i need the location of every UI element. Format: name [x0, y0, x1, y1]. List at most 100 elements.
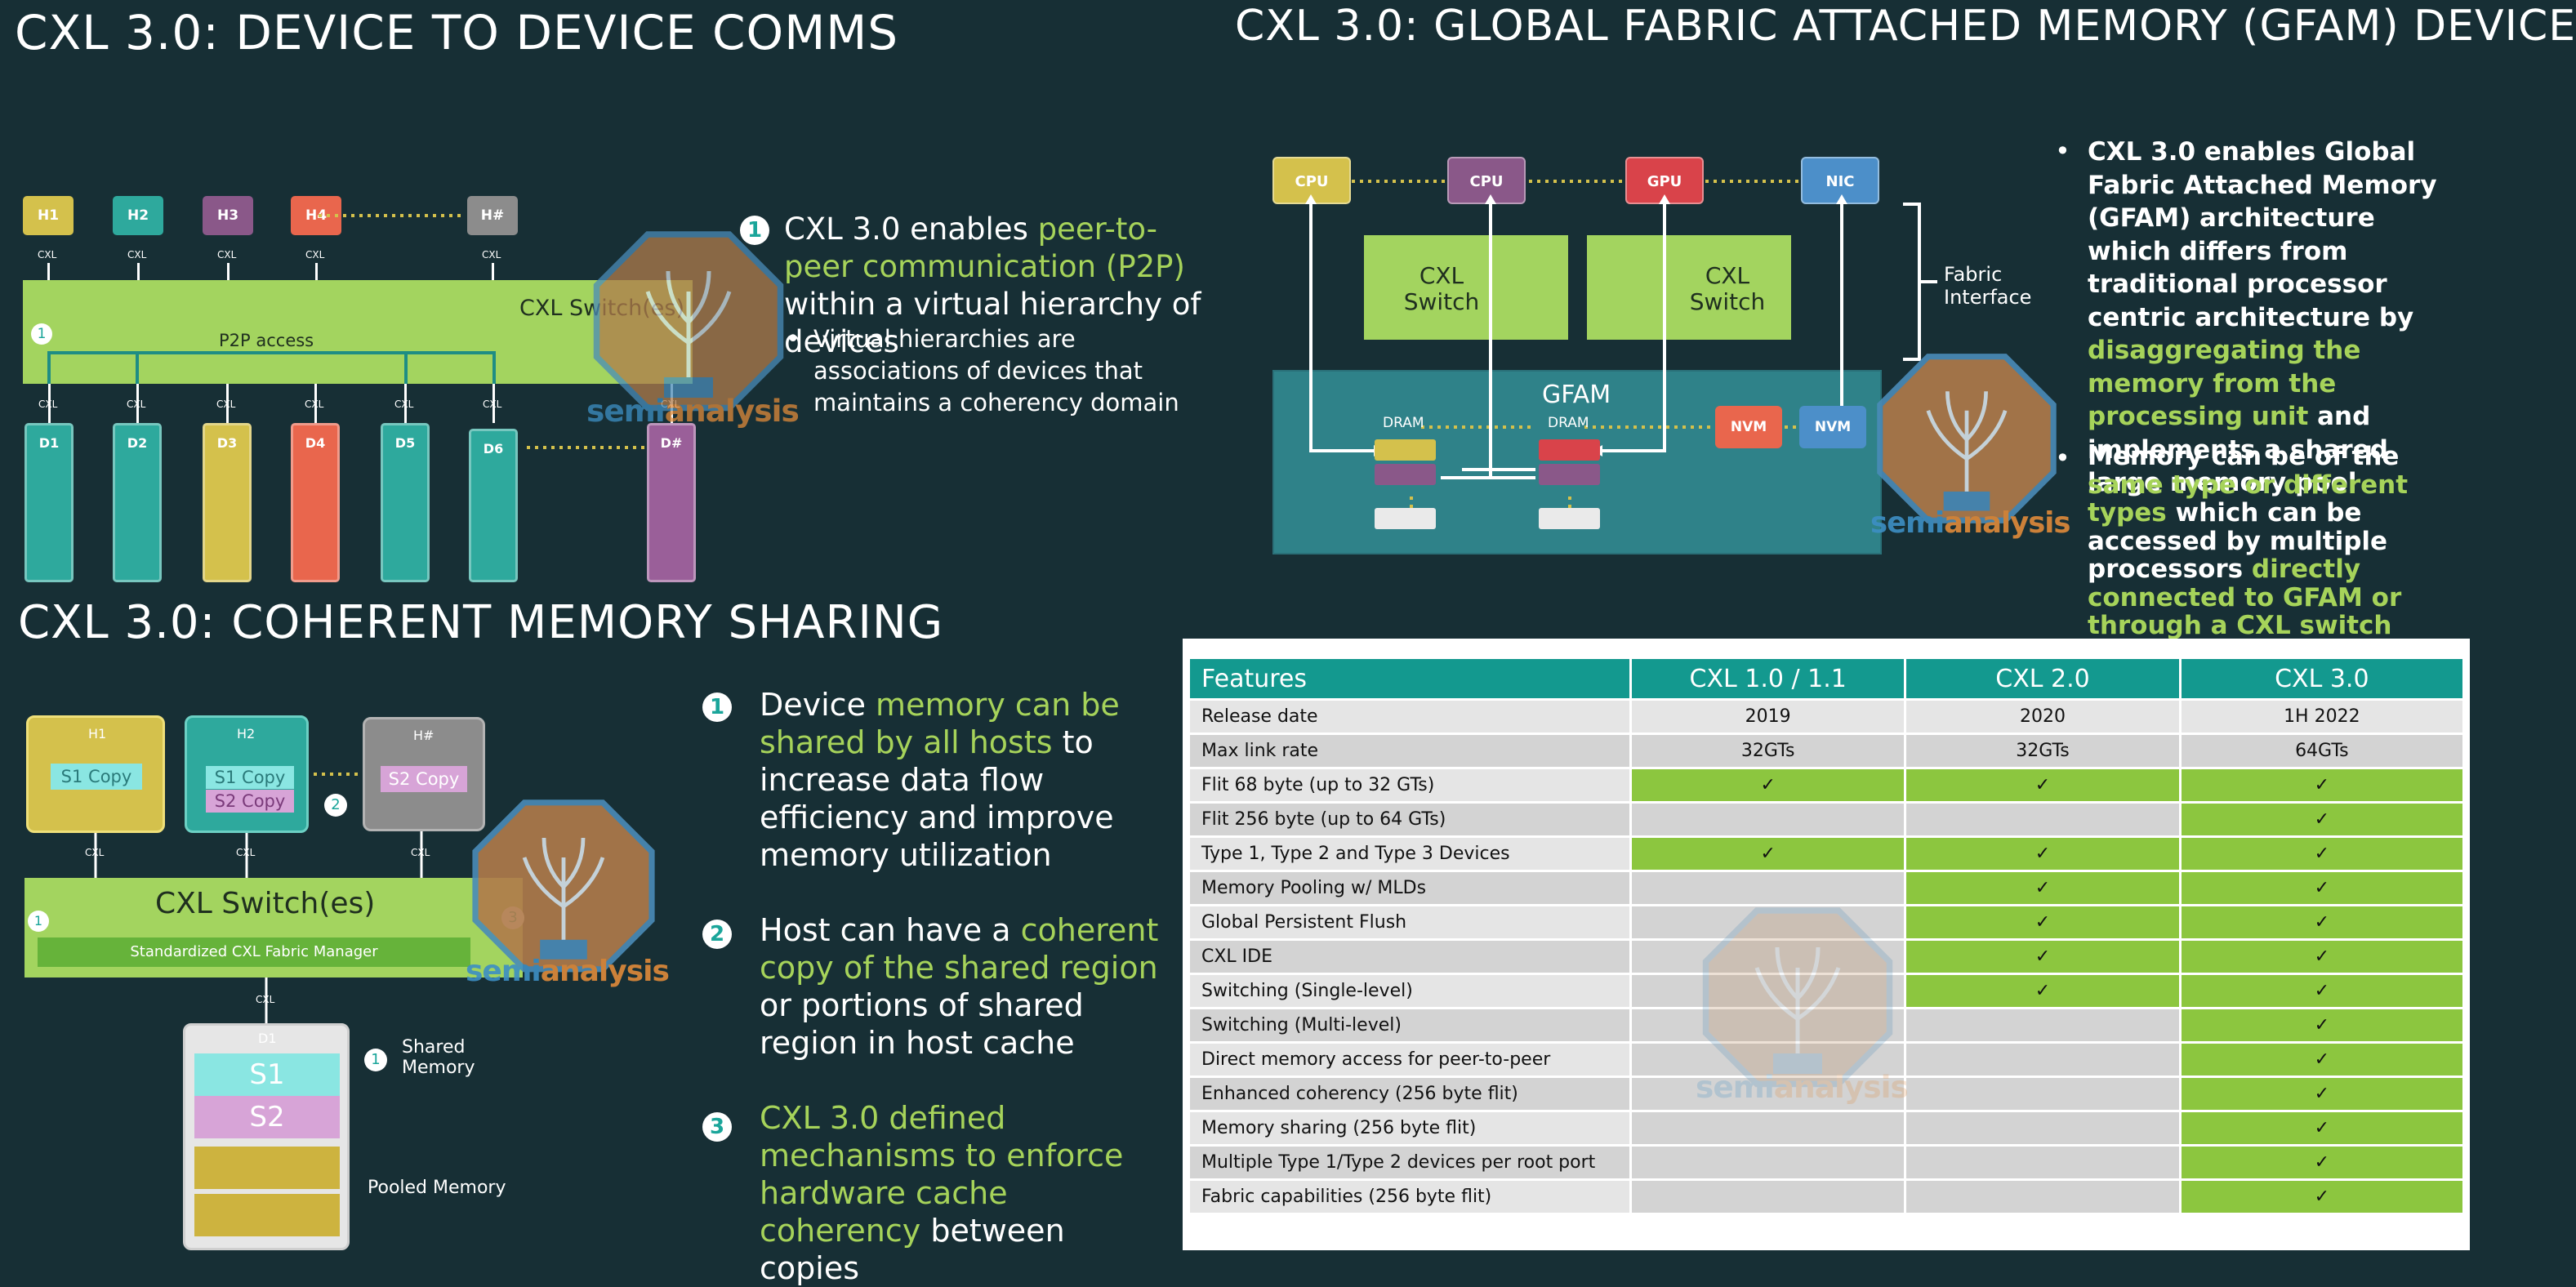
dram-1-label: DRAM [1383, 415, 1424, 431]
cxl-label: CXL [127, 399, 146, 410]
gfam-b1-a: CXL 3.0 enables Global Fabric Attached M… [2088, 137, 2437, 332]
table-row: Memory Pooling w/ MLDs✓✓ [1187, 870, 2466, 906]
cms-p1-b: memory can be shared by all hosts [760, 687, 1120, 760]
pooled-memory-label: Pooled Memory [368, 1178, 506, 1198]
feature-cell: Multiple Type 1/Type 2 devices per root … [1187, 1144, 1633, 1181]
dram-1-module-a [1375, 439, 1436, 461]
nvm-1: NVM [1715, 406, 1782, 448]
host-link [315, 263, 318, 280]
step-marker-2: 2 [324, 794, 347, 817]
empty-cell [1629, 1041, 1907, 1078]
point-number-3: 3 [702, 1112, 732, 1142]
nvm-2: NVM [1799, 406, 1866, 448]
check-icon: ✓ [2178, 1007, 2466, 1044]
table-row: Switching (Multi-level)✓ [1187, 1007, 2466, 1044]
point-number-1: 1 [702, 692, 732, 722]
cms-point-1: Device memory can be shared by all hosts… [760, 686, 1168, 874]
table-row: Switching (Single-level)✓✓ [1187, 973, 2466, 1009]
feature-cell: Memory Pooling w/ MLDs [1187, 870, 1633, 906]
dram-2-label: DRAM [1548, 415, 1589, 431]
feature-cell: Flit 256 byte (up to 64 GTs) [1187, 801, 1633, 838]
cms-p1-c: to increase data flow efficiency and imp… [760, 724, 1114, 873]
table-row: Type 1, Type 2 and Type 3 Devices✓✓✓ [1187, 835, 2466, 872]
h2-s1-copy: S1 Copy [206, 766, 294, 789]
cxl-label: CXL [411, 847, 430, 858]
value-cell: 2019 [1629, 698, 1907, 735]
h1-s1-copy: S1 Copy [51, 764, 142, 790]
gfam-b1-b: disaggregating the memory from the proce… [2088, 336, 2361, 431]
d2d-point-a: CXL 3.0 enables [784, 212, 1038, 247]
step-marker-1: 1 [28, 911, 49, 932]
feature-cell: Direct memory access for peer-to-peer [1187, 1041, 1633, 1078]
device-d1-label: D1 [258, 1031, 277, 1046]
point-number-1: 1 [740, 216, 769, 245]
value-cell: 1H 2022 [2178, 698, 2466, 735]
semianalysis-logo: semianalysis [1696, 906, 1909, 1105]
device-d2: D2 [113, 423, 162, 582]
d2d-title: CXL 3.0: DEVICE TO DEVICE COMMS [15, 5, 899, 60]
check-icon: ✓ [1904, 835, 2182, 872]
feature-cell: Global Persistent Flush [1187, 904, 1633, 941]
check-icon: ✓ [2178, 767, 2466, 804]
bullet-dot: • [786, 325, 800, 354]
device-d5: D5 [381, 423, 430, 582]
empty-cell [1904, 1007, 2182, 1044]
value-cell: 32GTs [1904, 733, 2182, 769]
value-cell: 32GTs [1629, 733, 1907, 769]
d2d-point-b: peer-to-peer communication (P2P) [784, 212, 1185, 284]
gfam-node-nic-4: NIC [1801, 157, 1879, 204]
cms-p3-a: CXL 3.0 defined mechanisms to enforce ha… [760, 1100, 1124, 1249]
check-icon: ✓ [1629, 767, 1907, 804]
pooled-block-2 [194, 1194, 340, 1236]
feature-cell: Memory sharing (256 byte flit) [1187, 1110, 1633, 1147]
shared-region-s2: S2 [194, 1096, 340, 1138]
check-icon: ✓ [1904, 870, 2182, 906]
host-link [47, 263, 50, 280]
check-icon: ✓ [2178, 1075, 2466, 1112]
check-icon: ✓ [2178, 938, 2466, 975]
gfam-bullet-2-dot: • [2055, 443, 2070, 474]
check-icon: ✓ [1904, 904, 2182, 941]
cms-title: CXL 3.0: COHERENT MEMORY SHARING [18, 596, 944, 649]
empty-cell [1904, 1144, 2182, 1181]
table-header: CXL 1.0 / 1.1 [1629, 657, 1907, 701]
host-link [137, 263, 140, 280]
host-h1: H1 [23, 196, 74, 235]
feature-cell: Enhanced coherency (256 byte flit) [1187, 1075, 1633, 1112]
empty-cell [1629, 938, 1907, 975]
device-d3: D3 [203, 423, 252, 582]
table-row: Direct memory access for peer-to-peer ✓ [1187, 1041, 2466, 1078]
semianalysis-logo: semianalysis [586, 230, 800, 429]
check-icon: ✓ [2178, 1041, 2466, 1078]
cxl-label: CXL [127, 249, 147, 261]
gfam-bullet-1-dot: • [2055, 136, 2070, 167]
cxl-label: CXL [216, 399, 236, 410]
empty-cell [1629, 973, 1907, 1009]
gfam-title: CXL 3.0: GLOBAL FABRIC ATTACHED MEMORY (… [1235, 2, 2576, 51]
feature-cell: CXL IDE [1187, 938, 1633, 975]
table-row: Flit 68 byte (up to 32 GTs)✓✓✓ [1187, 767, 2466, 804]
empty-cell [1904, 1075, 2182, 1112]
p2p-access-label: P2P access [219, 331, 314, 350]
gfam-b2-c: which can be accessed by multiple proces… [2088, 498, 2388, 584]
d2d-sub-point: Virtual hierarchies are associations of … [813, 325, 1179, 416]
device-link [48, 384, 51, 423]
host-hn: H# [467, 196, 518, 235]
feature-cell: Max link rate [1187, 733, 1633, 769]
cms-p2-a: Host can have a [760, 912, 1021, 948]
feature-cell: Release date [1187, 698, 1633, 735]
empty-cell [1629, 1110, 1907, 1147]
logo-brand-b: analysis [1773, 1069, 1909, 1105]
cxl-label: CXL [394, 399, 414, 410]
check-icon: ✓ [1904, 767, 2182, 804]
gfam-bullet-2: Memory can be of the same type or differ… [2088, 443, 2463, 640]
cxl-label: CXL [305, 249, 325, 261]
check-icon: ✓ [1904, 973, 2182, 1009]
step-marker-1: 1 [364, 1049, 387, 1071]
table-row: Enhanced coherency (256 byte flit) ✓ [1187, 1075, 2466, 1112]
table-row: CXL IDE✓✓ [1187, 938, 2466, 975]
logo-tree-icon [472, 799, 655, 973]
empty-cell [1629, 1075, 1907, 1112]
check-icon: ✓ [2178, 973, 2466, 1009]
